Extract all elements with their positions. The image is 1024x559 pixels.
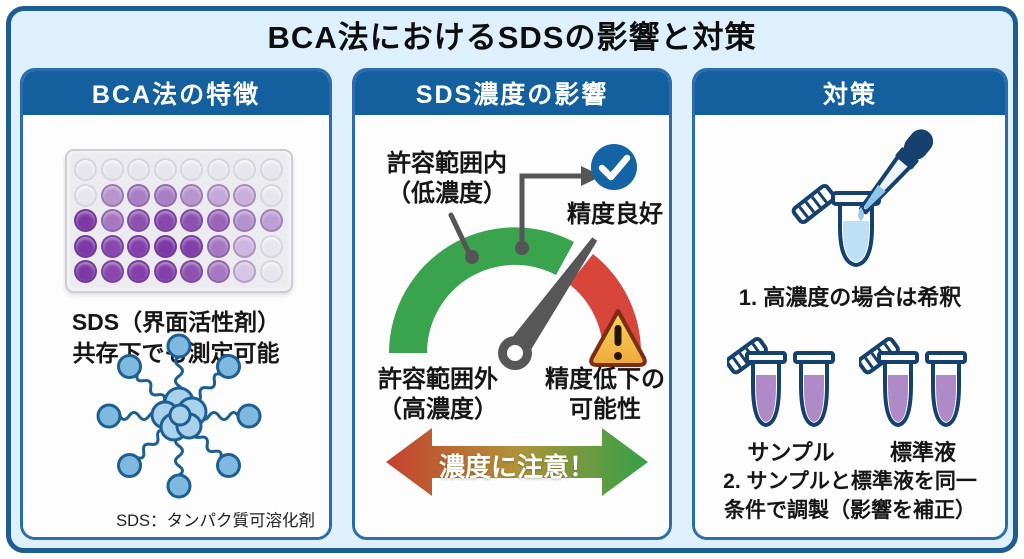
warning-icon — [589, 309, 647, 367]
plate-well — [259, 183, 283, 207]
gauge-green-zone — [389, 227, 574, 353]
plate-well — [206, 234, 230, 258]
ok-connector-line — [448, 212, 472, 256]
plate-well — [74, 260, 97, 284]
bca-description-line1: SDS（界面活性剤） — [71, 309, 281, 335]
label-within-range-line1: 許容範囲内 — [387, 150, 507, 177]
plate-well — [233, 209, 256, 233]
plate-well — [259, 234, 283, 258]
plate-well — [233, 183, 256, 207]
step2-line2: 条件で調製（影響を補正） — [724, 499, 976, 522]
plate-well — [233, 234, 256, 258]
panel-sds-concentration-effect: SDS濃度の影響 — [352, 68, 672, 540]
step2-line1: 2. サンプルと標準液を同一 — [723, 470, 977, 493]
label-out-of-range: 許容範囲外 （高濃度） — [355, 365, 521, 425]
plate-well — [233, 260, 256, 284]
tube-cap — [791, 184, 837, 225]
panel-gauge-body: 許容範囲内 （低濃度） 精度良好 許容範囲外 （高濃度） 精度低下の 可能性 — [355, 115, 669, 537]
dropper-and-tube-icon — [791, 129, 933, 267]
label-good-accuracy: 精度良好 — [567, 201, 663, 228]
droplet-icon — [858, 207, 864, 221]
label-out-of-range-line1: 許容範囲外 — [378, 366, 498, 393]
panel-bca-features: BCA法の特徴 SDS（界面活性剤） 共存下でも測定可能 — [20, 68, 332, 540]
label-accuracy-risk-line2: 可能性 — [569, 396, 641, 423]
plate-well — [180, 158, 203, 181]
sample-tubes-icon — [727, 337, 835, 427]
plate-well — [259, 260, 283, 284]
check-icon — [591, 144, 637, 190]
plate-well — [180, 234, 203, 258]
plate-well — [259, 209, 283, 233]
standard-tubes-icon — [859, 337, 967, 427]
plate-well — [206, 260, 230, 284]
plate-well — [153, 234, 177, 258]
plate-well — [100, 183, 124, 207]
plate-well — [127, 158, 150, 181]
gauge-meter — [389, 144, 647, 370]
sds-caption: SDS：タンパク質可溶化剤 — [116, 512, 315, 530]
plate-well — [127, 234, 150, 258]
double-arrow — [386, 428, 648, 496]
plate-well — [74, 158, 97, 181]
good-elbow-arrow — [519, 173, 583, 248]
good-arrowhead — [581, 166, 602, 186]
panel-bca-body: SDS（界面活性剤） 共存下でも測定可能 — [23, 115, 329, 537]
plate-well — [206, 209, 230, 233]
label-out-of-range-line2: （高濃度） — [378, 396, 498, 423]
plate-well — [206, 183, 230, 207]
plate-well — [259, 158, 283, 181]
label-within-range-line2: （低濃度） — [387, 180, 507, 207]
plate-well — [180, 209, 203, 233]
plate-well — [74, 234, 97, 258]
microplate-photo — [65, 149, 293, 293]
plate-well — [153, 209, 177, 233]
plate-well — [127, 183, 150, 207]
plate-well — [100, 260, 124, 284]
plate-well — [180, 183, 203, 207]
tube-liquid — [843, 221, 869, 262]
plate-well — [180, 260, 203, 284]
caution-arrow-text: 濃度に注意！ — [438, 452, 595, 482]
step2-text: 2. サンプルと標準液を同一 条件で調製（影響を補正） — [695, 467, 1005, 525]
step1-text: 1. 高濃度の場合は希釈 — [738, 285, 962, 310]
label-sample: サンプル — [747, 440, 835, 465]
label-standard: 標準液 — [889, 440, 956, 465]
label-accuracy-risk: 精度低下の 可能性 — [535, 365, 669, 425]
micelle-icon — [96, 333, 262, 499]
plate-well — [233, 158, 256, 181]
plate-well — [100, 234, 124, 258]
panel-measures-body: 1. 高濃度の場合は希釈 — [695, 115, 1005, 537]
dropper-icon — [858, 129, 933, 215]
panel-gauge-header: SDS濃度の影響 — [355, 71, 669, 115]
panel-bca-header: BCA法の特徴 — [23, 71, 329, 115]
plate-well — [74, 183, 97, 207]
panel-countermeasures: 対策 — [692, 68, 1008, 540]
plate-well — [153, 183, 177, 207]
plate-well — [100, 209, 124, 233]
plate-well — [74, 209, 97, 233]
plate-well — [153, 260, 177, 284]
plate-well — [127, 209, 150, 233]
main-title: BCA法におけるSDSの影響と対策 — [267, 20, 757, 55]
plate-well — [206, 158, 230, 181]
plate-well — [100, 158, 124, 181]
label-accuracy-risk-line1: 精度低下の — [545, 366, 665, 393]
label-within-range: 許容範囲内 （低濃度） — [363, 149, 531, 209]
plate-well — [153, 158, 177, 181]
ok-connector-dot — [465, 250, 479, 264]
panel-measures-header: 対策 — [695, 71, 1005, 115]
needle — [498, 237, 598, 370]
plate-well — [127, 260, 150, 284]
protein-cluster — [150, 386, 208, 442]
